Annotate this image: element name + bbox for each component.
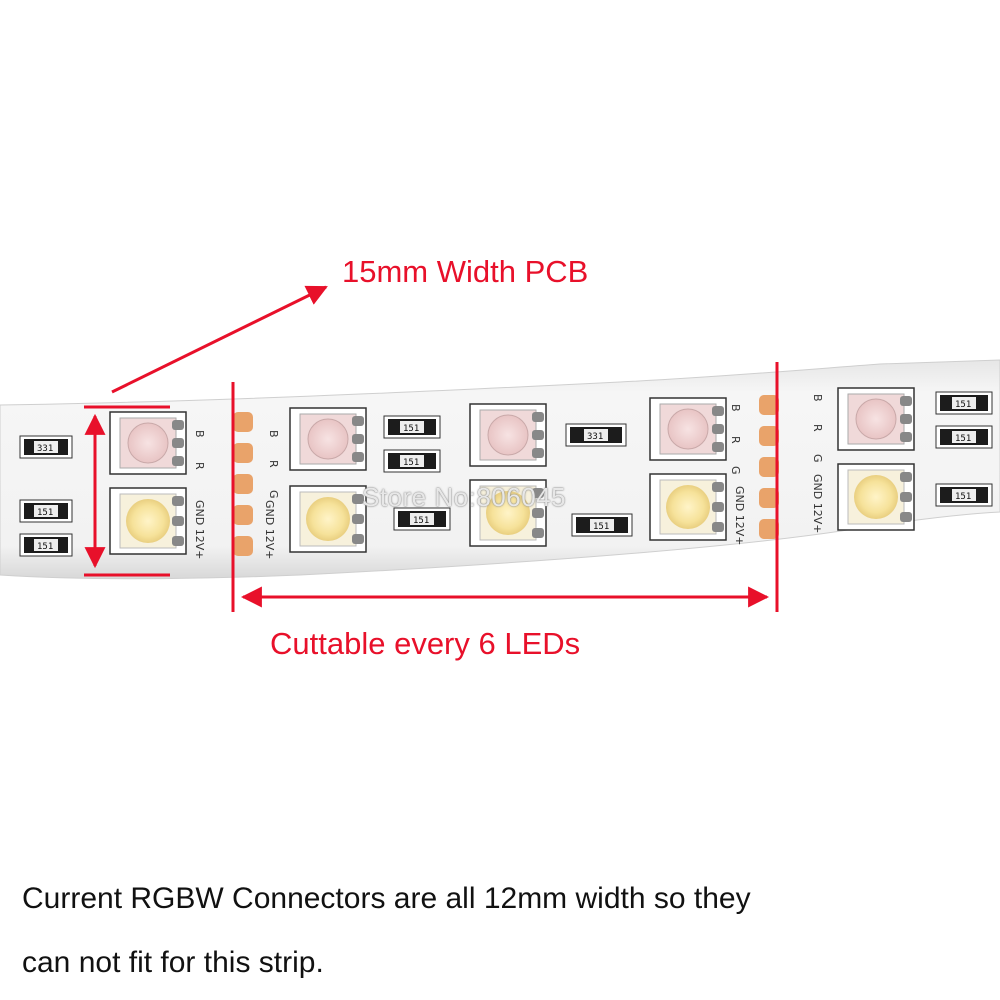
svg-text:151: 151 [593, 522, 609, 532]
svg-text:151: 151 [955, 492, 971, 502]
svg-text:GND 12V+: GND 12V+ [733, 486, 746, 545]
svg-text:B: B [267, 430, 280, 438]
svg-text:R: R [193, 462, 206, 470]
solder-pads-right [759, 395, 779, 539]
svg-text:151: 151 [955, 400, 971, 410]
svg-text:151: 151 [37, 542, 53, 552]
svg-text:331: 331 [587, 432, 603, 442]
svg-text:G: G [729, 466, 742, 475]
svg-text:331: 331 [37, 444, 53, 454]
rgb-led-row [109, 387, 915, 475]
pointer-arrow [111, 285, 328, 394]
annotation-graphics [84, 285, 779, 612]
svg-text:GND 12V+: GND 12V+ [263, 500, 276, 559]
svg-text:151: 151 [37, 508, 53, 518]
svg-text:151: 151 [403, 424, 419, 434]
svg-text:151: 151 [403, 458, 419, 468]
note-line-2: can not fit for this strip. [22, 946, 324, 979]
svg-text:B: B [811, 394, 824, 402]
svg-text:G: G [811, 454, 824, 463]
svg-text:R: R [729, 436, 742, 444]
svg-text:G: G [267, 490, 280, 499]
svg-text:R: R [811, 424, 824, 432]
svg-text:151: 151 [413, 516, 429, 526]
silkscreen-marks: B R B R G GND 12V+ GND 12V+ B R G GND 12… [193, 394, 824, 559]
svg-text:R: R [267, 460, 280, 468]
svg-text:B: B [729, 404, 742, 412]
cut-label: Cuttable every 6 LEDs [270, 626, 581, 661]
white-led-row [109, 463, 915, 555]
note-line-1: Current RGBW Connectors are all 12mm wid… [22, 882, 751, 915]
svg-text:GND 12V+: GND 12V+ [811, 474, 824, 533]
store-watermark: Store No:806045 [362, 482, 567, 512]
width-label: 15mm Width PCB [342, 254, 589, 289]
svg-text:GND 12V+: GND 12V+ [193, 500, 206, 559]
svg-text:B: B [193, 430, 206, 438]
solder-pads-left [233, 412, 253, 556]
svg-text:151: 151 [955, 434, 971, 444]
resistors: 331 151 151 151 151 151 331 151 151 151 … [19, 391, 993, 557]
